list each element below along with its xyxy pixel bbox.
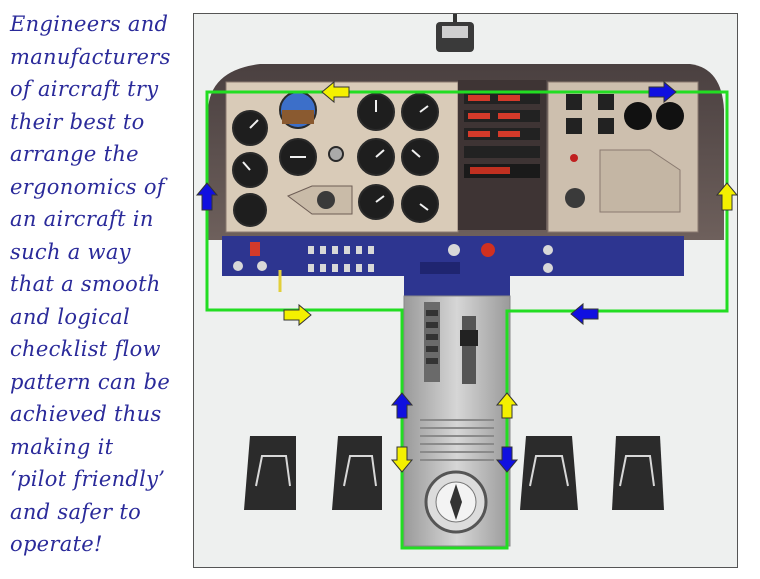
yoke-icon: [287, 185, 353, 215]
flow-arrow-yellow-left: [321, 80, 350, 104]
flow-arrow-yellow-down-pedestal: [390, 446, 414, 473]
flow-arrow-blue-up-left: [195, 182, 219, 211]
engine-gauges: [566, 94, 684, 162]
flow-arrow-yellow-right: [283, 303, 312, 327]
caption-line: checklist flow: [10, 337, 161, 361]
flow-arrow-blue-left: [570, 302, 599, 326]
caption-line: such a way: [10, 239, 131, 264]
rudder-pedal-icon: [244, 436, 664, 510]
caption-line: an aircraft in: [10, 207, 154, 231]
rudder-pedal-stripes: [255, 455, 655, 487]
radio-units: [464, 92, 540, 178]
magnetic-compass-top: [436, 14, 474, 52]
caption-line: achieved thus: [10, 402, 162, 426]
caption-line: making it: [10, 434, 114, 459]
flow-arrow-blue-down-pedestal: [495, 446, 519, 473]
trim-vent-grille: [420, 419, 494, 461]
caption-line: of aircraft try: [10, 77, 159, 101]
compass-icon: [424, 470, 488, 534]
instrument-needles: [242, 100, 429, 211]
caption-line: and safer to: [10, 499, 142, 524]
caption-line: that a smooth: [10, 272, 161, 296]
checklist-flow-path: [205, 90, 729, 550]
caption-text: Engineers and manufacturers of aircraft …: [10, 8, 192, 561]
caption-line: operate!: [10, 532, 103, 556]
yoke-icon: [565, 149, 681, 213]
flow-arrow-yellow-up-right: [715, 182, 739, 211]
caption-line: Engineers and: [10, 12, 169, 36]
flow-arrow-yellow-up-pedestal: [495, 392, 519, 419]
caption-line: ‘pilot friendly’: [10, 467, 166, 491]
caption-line: pattern can be: [10, 369, 171, 394]
caption-line: and logical: [10, 304, 130, 329]
caption-line: their best to: [10, 109, 145, 134]
caption-line: ergonomics of: [10, 174, 165, 199]
flight-instruments: [232, 91, 439, 227]
flow-arrow-blue-up-pedestal: [390, 392, 414, 419]
caption-line: arrange the: [10, 142, 139, 166]
caption-line: manufacturers: [10, 44, 171, 69]
throttle-icon: [424, 302, 478, 384]
flow-arrow-blue-right: [648, 80, 677, 104]
switch-row: [233, 242, 553, 274]
